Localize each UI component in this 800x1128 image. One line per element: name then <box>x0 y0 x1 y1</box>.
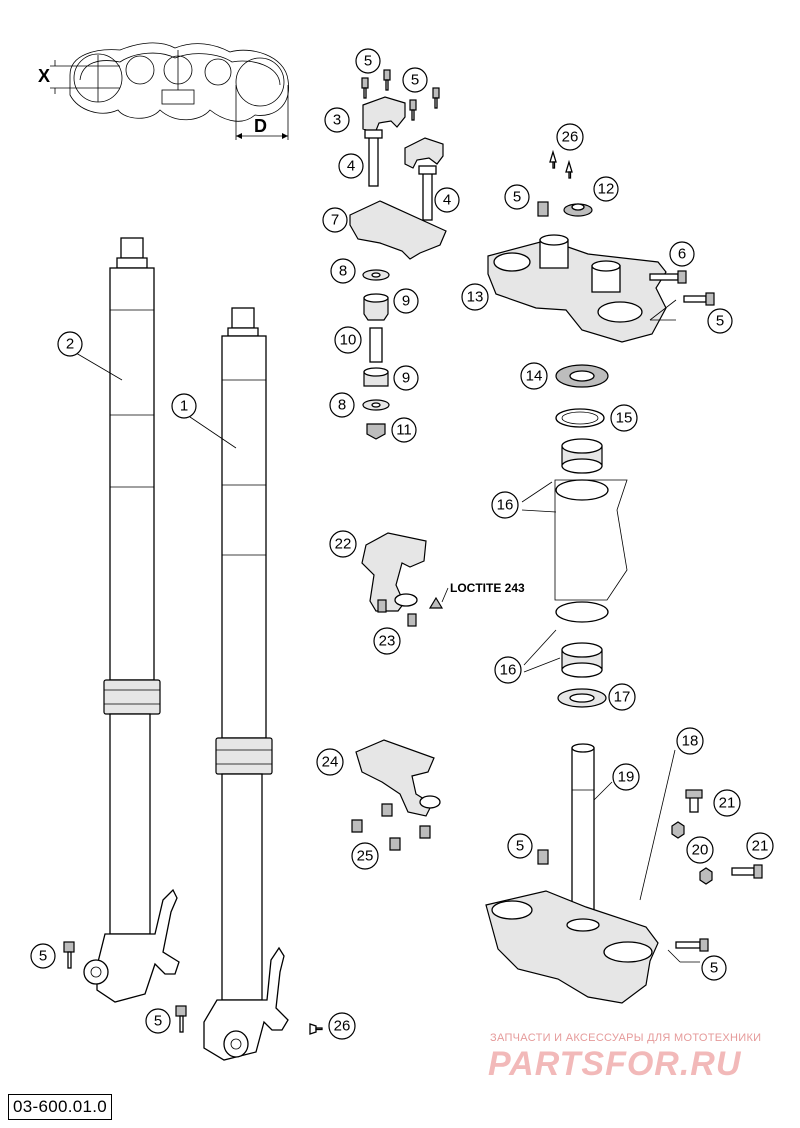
callout-18: 18 <box>676 727 704 755</box>
svg-text:25: 25 <box>357 848 374 865</box>
svg-text:5: 5 <box>513 189 521 206</box>
small-screw <box>309 1023 323 1035</box>
callout-21b: 21 <box>746 832 774 860</box>
callout-5h: 5 <box>701 955 727 981</box>
svg-text:8: 8 <box>339 263 347 280</box>
dimension-d-label: D <box>254 116 267 136</box>
svg-text:11: 11 <box>396 422 412 439</box>
svg-text:7: 7 <box>331 212 339 229</box>
callout-19: 19 <box>612 763 640 791</box>
svg-text:5: 5 <box>716 313 724 330</box>
fork-leg-right <box>203 307 289 1061</box>
svg-text:17: 17 <box>614 689 631 706</box>
svg-text:5: 5 <box>39 948 47 965</box>
svg-text:26: 26 <box>334 1018 351 1035</box>
callout-3: 3 <box>324 107 350 133</box>
callout-5e: 5 <box>30 943 56 969</box>
callout-11: 11 <box>391 417 417 443</box>
callout-10: 10 <box>334 326 362 354</box>
svg-text:12: 12 <box>598 181 615 198</box>
leader-lines <box>75 299 700 963</box>
steering-bearing-parts <box>521 364 628 708</box>
dimension-x-label: X <box>38 66 50 86</box>
fender-bracket <box>351 739 441 851</box>
lower-triple-clamp <box>485 743 763 1004</box>
callout-15: 15 <box>610 404 638 432</box>
callout-6: 6 <box>669 241 695 267</box>
svg-text:5: 5 <box>411 72 419 89</box>
svg-text:5: 5 <box>364 53 372 70</box>
callout-12: 12 <box>593 176 619 202</box>
callout-5b: 5 <box>402 67 428 93</box>
callout-2: 2 <box>57 331 83 357</box>
svg-text:18: 18 <box>682 733 699 750</box>
callout-7: 7 <box>322 207 348 233</box>
watermark-caption: ЗАПЧАСТИ И АКСЕССУАРЫ ДЛЯ МОТОТЕХНИКИ <box>490 1032 762 1044</box>
callout-1: 1 <box>171 393 197 419</box>
headlight-bracket: LOCTITE 243 <box>361 532 525 627</box>
callout-5c: 5 <box>504 184 530 210</box>
document-number: 03-600.01.0 <box>8 1094 113 1120</box>
svg-text:20: 20 <box>692 842 709 859</box>
callout-9a: 9 <box>393 288 419 314</box>
callout-4b: 4 <box>434 187 460 213</box>
svg-text:15: 15 <box>616 410 633 427</box>
clamp-dimension-schematic: X D <box>38 42 289 140</box>
loctite-label: LOCTITE 243 <box>450 581 525 595</box>
svg-text:24: 24 <box>322 754 339 771</box>
callout-16a: 16 <box>491 491 519 519</box>
svg-text:26: 26 <box>562 129 579 146</box>
svg-text:1: 1 <box>180 398 188 415</box>
svg-text:5: 5 <box>154 1013 162 1030</box>
callout-16b: 16 <box>494 656 522 684</box>
svg-text:5: 5 <box>710 960 718 977</box>
fork-leg-left <box>83 237 180 1003</box>
callout-21a: 21 <box>713 789 741 817</box>
svg-text:9: 9 <box>402 370 410 387</box>
callout-24: 24 <box>316 748 344 776</box>
callout-5d: 5 <box>707 308 733 334</box>
callout-17: 17 <box>608 683 636 711</box>
svg-text:19: 19 <box>618 769 635 786</box>
svg-text:2: 2 <box>66 336 74 353</box>
callout-5a: 5 <box>355 48 381 74</box>
callout-20: 20 <box>686 836 714 864</box>
svg-text:6: 6 <box>678 246 686 263</box>
callout-14: 14 <box>520 362 548 390</box>
svg-text:22: 22 <box>335 536 352 553</box>
axle-clamp-screws <box>63 941 187 1033</box>
svg-text:16: 16 <box>497 497 514 514</box>
callout-26b: 26 <box>328 1012 356 1040</box>
svg-text:3: 3 <box>333 112 341 129</box>
svg-text:23: 23 <box>379 633 396 650</box>
rubber-bush-stack <box>362 269 390 440</box>
callout-5g: 5 <box>507 833 533 859</box>
watermark-logo: PARTSFOR.RU <box>488 1045 742 1083</box>
svg-text:16: 16 <box>500 662 517 679</box>
svg-text:21: 21 <box>719 795 736 812</box>
callout-23: 23 <box>373 627 401 655</box>
svg-text:14: 14 <box>526 368 543 385</box>
svg-text:5: 5 <box>516 838 524 855</box>
callout-13: 13 <box>461 283 489 311</box>
svg-text:21: 21 <box>752 838 769 855</box>
callout-26a: 26 <box>556 123 584 151</box>
svg-text:10: 10 <box>340 332 357 349</box>
callout-4a: 4 <box>338 153 364 179</box>
callout-8a: 8 <box>330 258 356 284</box>
svg-text:8: 8 <box>338 397 346 414</box>
svg-text:9: 9 <box>402 293 410 310</box>
handlebar-clamp-parts <box>349 69 447 260</box>
svg-text:4: 4 <box>347 158 355 175</box>
callout-25: 25 <box>351 842 379 870</box>
upper-triple-clamp <box>487 149 715 343</box>
callout-5f: 5 <box>145 1008 171 1034</box>
callout-22: 22 <box>329 530 357 558</box>
callout-8b: 8 <box>329 392 355 418</box>
svg-text:4: 4 <box>443 192 451 209</box>
svg-text:13: 13 <box>467 289 484 306</box>
callout-9b: 9 <box>393 365 419 391</box>
